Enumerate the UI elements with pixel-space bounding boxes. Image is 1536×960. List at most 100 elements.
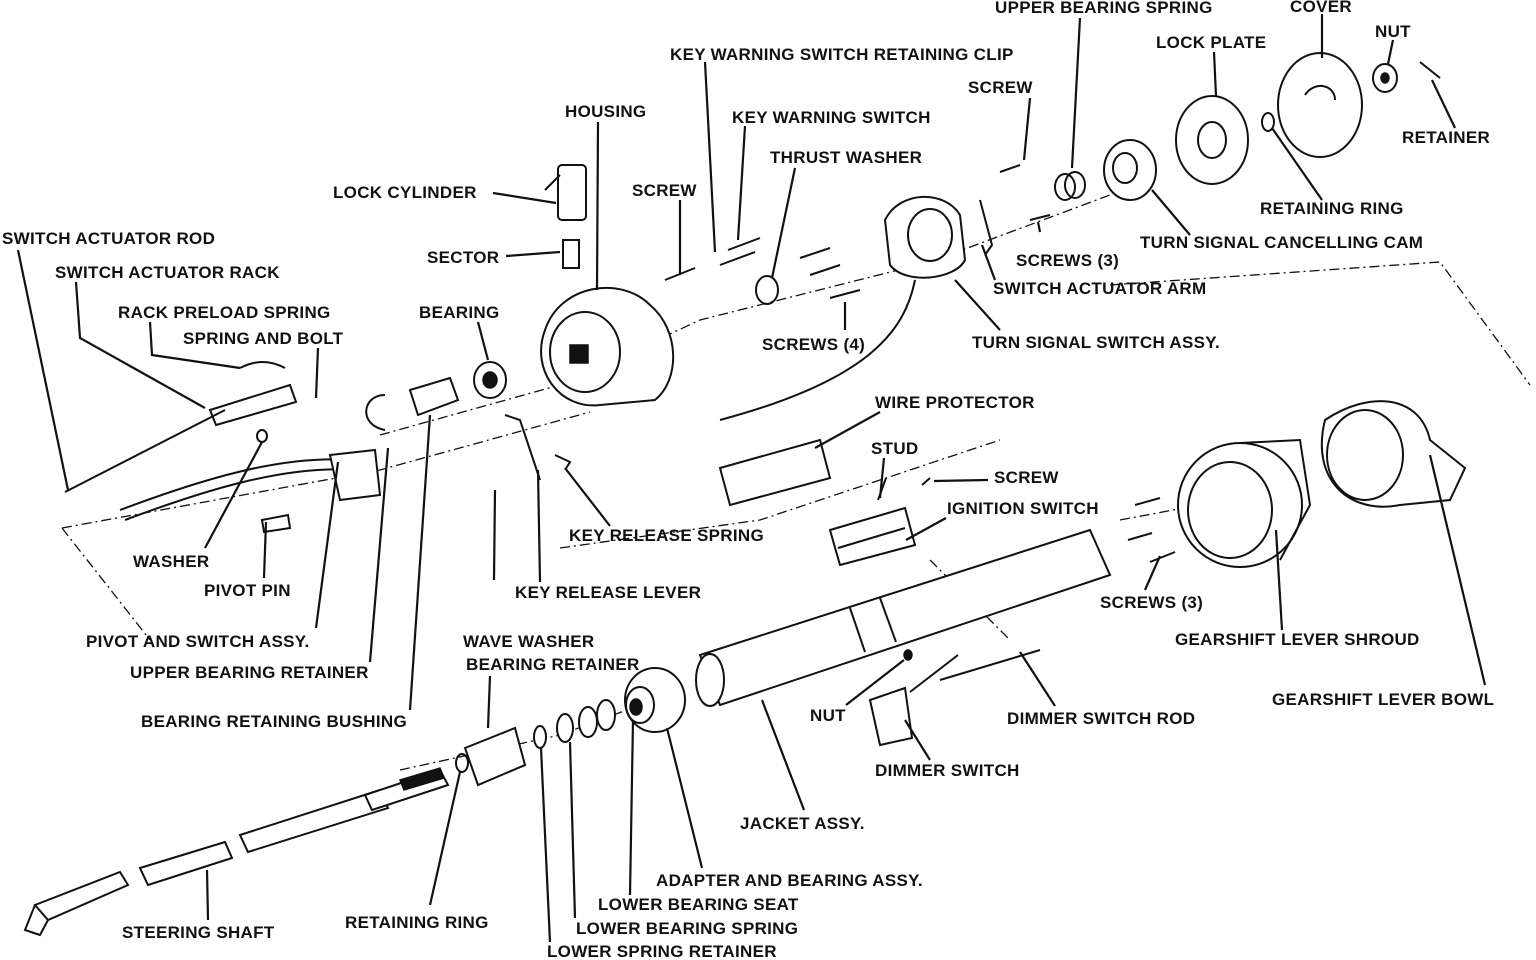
- label-bearing-retaining-bushing: BEARING RETAINING BUSHING: [141, 712, 407, 731]
- label-gearshift-lever-shroud: GEARSHIFT LEVER SHROUD: [1175, 630, 1420, 649]
- label-switch-actuator-arm: SWITCH ACTUATOR ARM: [993, 279, 1206, 298]
- label-housing: HOUSING: [565, 102, 646, 121]
- label-nut-mid: NUT: [810, 706, 846, 725]
- bearing-part: [473, 361, 507, 399]
- label-bearing-retainer: BEARING RETAINER: [466, 655, 640, 674]
- label-screws-3-top: SCREWS (3): [1016, 251, 1119, 270]
- screws-3-bottom-part-a: [1134, 497, 1161, 506]
- jacket-assy-part: [695, 528, 1112, 707]
- lower-bearing-spring-part: [578, 706, 598, 738]
- screws-3-bottom-part-c: [1149, 551, 1176, 563]
- label-lock-cylinder: LOCK CYLINDER: [333, 183, 477, 202]
- rack-preload-spring-part: [239, 361, 286, 369]
- pivot-pin-part: [260, 513, 292, 534]
- steering-shaft-part: [23, 767, 450, 937]
- dimmer-switch-part: [868, 686, 914, 747]
- label-lock-plate: LOCK PLATE: [1156, 33, 1266, 52]
- upper-bearing-retainer-part: [365, 394, 386, 431]
- pivot-and-switch-assy-part: [119, 448, 382, 521]
- label-gearshift-lever-bowl: GEARSHIFT LEVER BOWL: [1272, 690, 1494, 709]
- label-lower-bearing-spring: LOWER BEARING SPRING: [576, 919, 798, 938]
- label-screw-mid: SCREW: [632, 181, 697, 200]
- label-retaining-ring-top: RETAINING RING: [1260, 199, 1404, 218]
- screws-4-part-c: [829, 289, 861, 299]
- label-dimmer-switch: DIMMER SWITCH: [875, 761, 1020, 780]
- lower-spring-retainer-part: [556, 713, 574, 743]
- label-turn-signal-cancelling-cam: TURN SIGNAL CANCELLING CAM: [1140, 233, 1423, 252]
- label-upper-bearing-retainer: UPPER BEARING RETAINER: [130, 663, 369, 682]
- labels: UPPER BEARING SPRING COVER NUT LOCK PLAT…: [2, 0, 1494, 960]
- label-turn-signal-switch-assy: TURN SIGNAL SWITCH ASSY.: [972, 333, 1220, 352]
- label-cover: COVER: [1290, 0, 1352, 16]
- label-ignition-switch: IGNITION SWITCH: [947, 499, 1099, 518]
- wire-protector-part: [718, 438, 832, 507]
- screw-top-part: [999, 164, 1021, 173]
- label-key-release-spring: KEY RELEASE SPRING: [569, 526, 764, 545]
- bearing-retaining-bushing-part: [408, 376, 460, 417]
- retaining-ring-part: [455, 753, 469, 773]
- lower-bearing-seat-part: [596, 699, 616, 731]
- cover-part: [1277, 52, 1363, 158]
- label-pivot-pin: PIVOT PIN: [204, 581, 291, 600]
- nut-top-part: [1372, 63, 1398, 93]
- label-nut-top: NUT: [1375, 22, 1411, 41]
- leader-lines: [16, 14, 1487, 943]
- parts: [23, 52, 1467, 937]
- label-switch-actuator-rack: SWITCH ACTUATOR RACK: [55, 263, 280, 282]
- key-release-spring-part: [554, 454, 572, 471]
- switch-actuator-arm-part: [979, 199, 994, 256]
- label-key-warning-switch: KEY WARNING SWITCH: [732, 108, 931, 127]
- upper-bearing-spring-part: [1054, 171, 1086, 201]
- label-screws-4: SCREWS (4): [762, 335, 865, 354]
- retaining-ring-top-part: [1261, 112, 1275, 132]
- wave-washer-part: [533, 725, 547, 749]
- dimmer-switch-rod-part: [939, 649, 1041, 681]
- key-warning-switch-part: [719, 251, 756, 266]
- label-adapter-and-bearing-assy: ADAPTER AND BEARING ASSY.: [656, 871, 923, 890]
- label-switch-actuator-rod: SWITCH ACTUATOR ROD: [2, 229, 215, 248]
- label-screw-right: SCREW: [994, 468, 1059, 487]
- label-lower-bearing-seat: LOWER BEARING SEAT: [598, 895, 799, 914]
- ignition-switch-part: [828, 506, 917, 567]
- switch-actuator-rack-part: [208, 383, 298, 427]
- label-sector: SECTOR: [427, 248, 499, 267]
- label-screws-3-bottom: SCREWS (3): [1100, 593, 1203, 612]
- turn-signal-cancelling-cam-part: [1103, 139, 1157, 201]
- label-retainer: RETAINER: [1402, 128, 1490, 147]
- key-release-lever-part: [504, 414, 541, 481]
- label-rack-preload-spring: RACK PRELOAD SPRING: [118, 303, 331, 322]
- label-pivot-and-switch-assy: PIVOT AND SWITCH ASSY.: [86, 632, 310, 651]
- label-lower-spring-retainer: LOWER SPRING RETAINER: [547, 942, 777, 960]
- label-stud: STUD: [871, 439, 918, 458]
- screws-4-part-a: [799, 247, 831, 259]
- turn-signal-switch-assy-part: [719, 195, 967, 421]
- gearshift-lever-bowl-part: [1320, 400, 1467, 508]
- washer-part: [256, 429, 268, 443]
- label-wave-washer: WAVE WASHER: [463, 632, 594, 651]
- label-jacket-assy: JACKET ASSY.: [740, 814, 865, 833]
- label-key-release-lever: KEY RELEASE LEVER: [515, 583, 701, 602]
- label-steering-shaft: STEERING SHAFT: [122, 923, 275, 942]
- label-upper-bearing-spring: UPPER BEARING SPRING: [995, 0, 1213, 17]
- label-spring-and-bolt: SPRING AND BOLT: [183, 329, 344, 348]
- ignition-switch-detail: [837, 527, 906, 549]
- screws-3-top-part: [1029, 214, 1051, 221]
- dimmer-lever-part: [909, 654, 959, 693]
- thrust-washer-part: [755, 275, 779, 305]
- screws-4-part-b: [809, 264, 841, 276]
- key-warning-clip-part: [727, 237, 761, 251]
- label-bearing: BEARING: [419, 303, 500, 322]
- label-key-warning-switch-retaining-clip: KEY WARNING SWITCH RETAINING CLIP: [670, 45, 1014, 64]
- label-wire-protector: WIRE PROTECTOR: [875, 393, 1035, 412]
- housing-part: [540, 286, 675, 407]
- adapter-bearing-assy-part: [624, 667, 686, 733]
- gearshift-lever-shroud-part: [1177, 438, 1312, 568]
- switch-actuator-rod-part: [64, 409, 226, 493]
- screws-3-bottom-part-b: [1127, 532, 1153, 541]
- bearing-retainer-part: [463, 726, 527, 787]
- label-screw-top: SCREW: [968, 78, 1033, 97]
- label-retaining-ring-bottom: RETAINING RING: [345, 913, 489, 932]
- screw-right-part: [921, 477, 931, 486]
- nut-mid-part: [903, 649, 913, 661]
